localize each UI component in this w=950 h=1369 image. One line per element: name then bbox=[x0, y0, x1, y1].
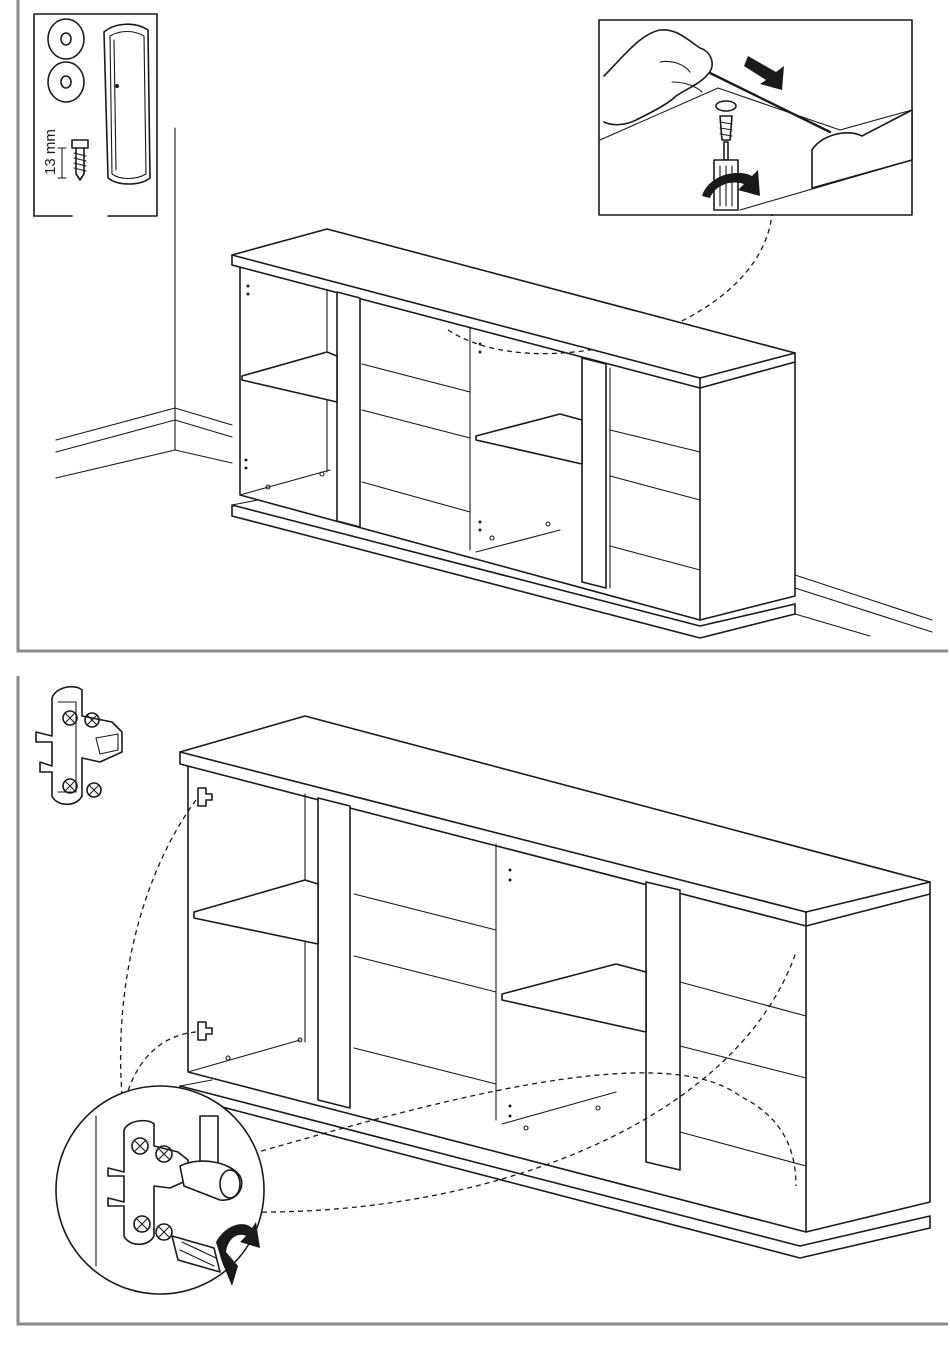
hinge-plate-icon bbox=[198, 788, 212, 806]
hinge-plate-icon bbox=[198, 1022, 212, 1040]
direction-arrow-icon bbox=[744, 56, 784, 90]
screw-icon bbox=[720, 116, 732, 140]
screw-icon bbox=[58, 140, 88, 180]
washer-icon bbox=[716, 101, 736, 111]
wall-anchor-strap-icon bbox=[104, 24, 150, 184]
room-floor-wall bbox=[56, 128, 932, 636]
step-1-panel: 13 mm bbox=[0, 0, 950, 655]
washer-icon bbox=[48, 62, 84, 102]
hand-icon bbox=[604, 30, 712, 125]
step-2-illustration bbox=[0, 676, 950, 1336]
hinge-plate-icon bbox=[36, 687, 122, 805]
step-2-panel bbox=[0, 676, 950, 1336]
detail-callout-line bbox=[121, 800, 196, 1116]
washer-icon bbox=[48, 19, 84, 59]
sideboard-cabinet bbox=[232, 229, 795, 638]
step-1-illustration: 13 mm bbox=[0, 0, 950, 655]
screw-length-label: 13 mm bbox=[42, 129, 59, 175]
detail-circle bbox=[56, 1086, 264, 1294]
parts-box: 13 mm bbox=[34, 14, 157, 216]
sideboard-cabinet bbox=[180, 716, 930, 1258]
detail-box bbox=[599, 20, 912, 215]
